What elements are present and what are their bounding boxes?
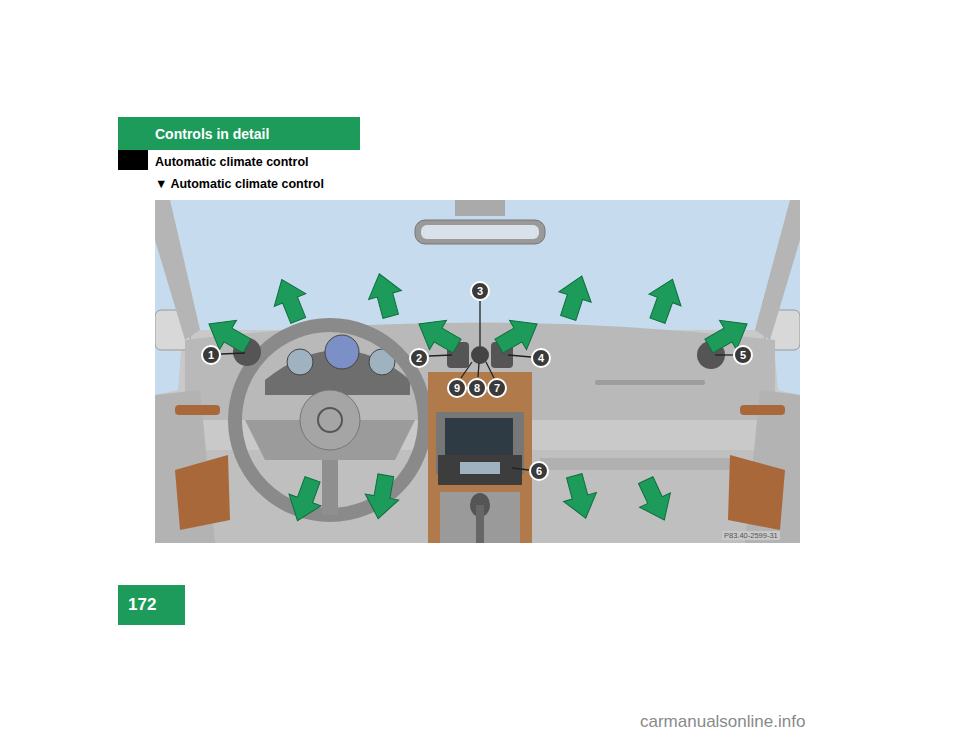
illustration-line (429, 355, 452, 356)
illustration-use (363, 269, 407, 320)
illustration-line (461, 362, 472, 378)
illustration-rect (155, 200, 800, 543)
image-code: P83.40-2599-31 (722, 531, 780, 540)
illustration-use (266, 273, 314, 327)
illustration-use (630, 473, 679, 527)
header-band: Controls in detail (118, 117, 360, 150)
illustration-line (486, 362, 494, 378)
callout-number: 7 (487, 378, 507, 398)
illustration-circle (235, 325, 425, 515)
illustration-path (540, 458, 730, 470)
illustration-rect (595, 380, 705, 385)
illustration-rect (455, 200, 505, 216)
illustration-rect (740, 405, 785, 415)
illustration-line (478, 363, 479, 377)
illustration-rect (476, 505, 484, 543)
illustration-polygon (728, 455, 785, 530)
callout-number: 8 (467, 378, 487, 398)
illustration-line (479, 301, 480, 346)
illustration-rect (322, 460, 338, 515)
illustration-rect (460, 462, 500, 474)
subsection-heading: ▼ Automatic climate control (155, 177, 324, 191)
callout-number: 2 (409, 348, 429, 368)
illustration-circle (325, 335, 359, 369)
illustration-use (558, 471, 602, 522)
illustration-polygon (175, 455, 230, 530)
illustration-line (715, 354, 733, 355)
car-interior (155, 200, 800, 543)
callout-number: 3 (470, 281, 490, 301)
illustration-use (282, 474, 329, 527)
watermark: carmanualsonline.info (640, 712, 805, 732)
callout-number: 1 (201, 345, 221, 365)
illustration-use (361, 472, 402, 521)
illustration-circle (471, 346, 489, 364)
illustration-rect (415, 220, 545, 244)
illustration-circle (300, 390, 360, 450)
page-number-box: 172 (118, 585, 185, 625)
illustration-rect (175, 405, 220, 415)
illustration-rect (428, 372, 532, 543)
illustration-line (512, 468, 529, 470)
illustration-line (508, 355, 531, 357)
illustration-circle (318, 408, 342, 432)
illustration-line (221, 353, 245, 354)
leader-lines (221, 301, 733, 470)
callout-number: 6 (529, 461, 549, 481)
header-tab (118, 150, 148, 170)
callout-number: 5 (733, 345, 753, 365)
node-text: 172 (128, 595, 156, 615)
illustration-polygon (755, 200, 800, 340)
node-text: Controls in detail (155, 126, 269, 142)
callout-number: 4 (531, 348, 551, 368)
illustration-rect (421, 225, 539, 239)
callout-number: 9 (447, 378, 467, 398)
illustration-circle (287, 349, 313, 375)
section-heading: Automatic climate control (155, 155, 309, 169)
illustration-rect (440, 492, 520, 543)
illustration-use (642, 274, 689, 327)
illustration-polygon (155, 200, 200, 340)
illustration-use (552, 271, 598, 323)
illustration-rect (438, 455, 522, 485)
